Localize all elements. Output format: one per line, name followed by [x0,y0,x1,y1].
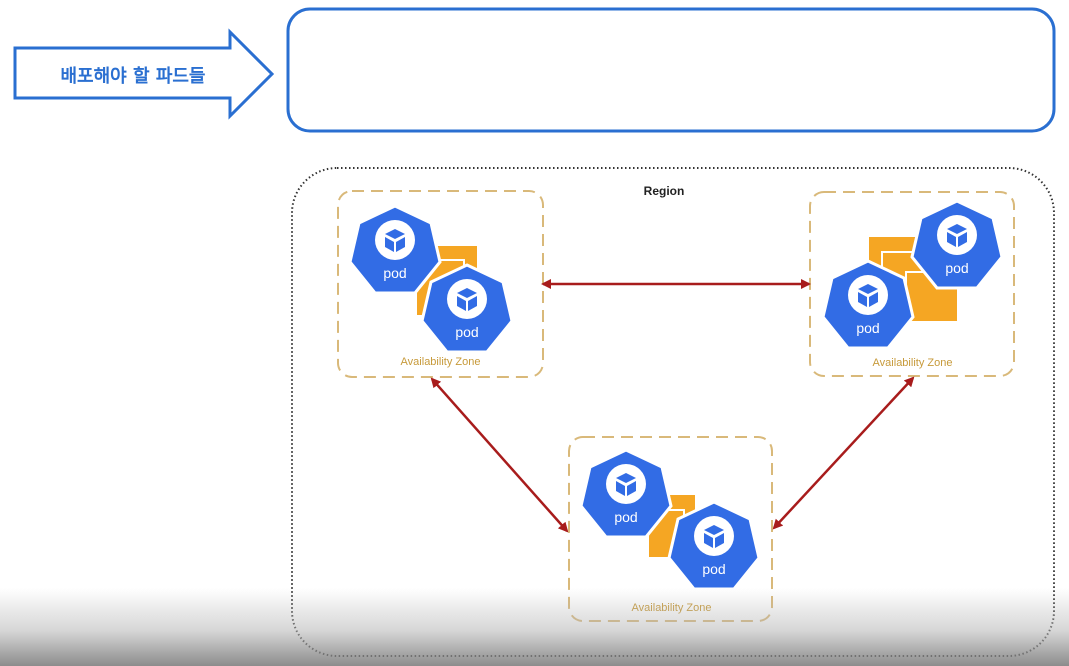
pod-icon: pod [667,500,761,591]
pod-label: pod [945,260,968,276]
pod-icon: pod [420,263,514,354]
zone-label: Availability Zone [872,357,953,369]
pod-icon: pod [579,448,673,539]
zone-label: Availability Zone [400,356,481,368]
availability-zone-a: pod pod [337,190,544,378]
callout-arrow [13,28,275,120]
availability-zone-c: pod pod [568,436,773,622]
pod-label: pod [455,324,478,340]
pods-to-deploy-box [286,7,1056,133]
region-label: Region [643,184,685,198]
region-border [291,167,1055,657]
pod-icon: pod [348,204,442,295]
zone-label: Availability Zone [631,602,712,614]
pod-label: pod [614,509,637,525]
link-zone-a-zone-c [430,377,569,533]
pod-label: pod [702,561,725,577]
link-zone-b-zone-c [772,376,915,530]
pods-to-deploy-label: 배포해야 할 파드들 [60,66,206,87]
pod-label: pod [856,320,879,336]
pod-label: pod [383,265,406,281]
pod-icon: pod [821,259,915,350]
availability-zone-b: pod pod [809,191,1015,377]
pod-icon: pod [910,199,1004,290]
